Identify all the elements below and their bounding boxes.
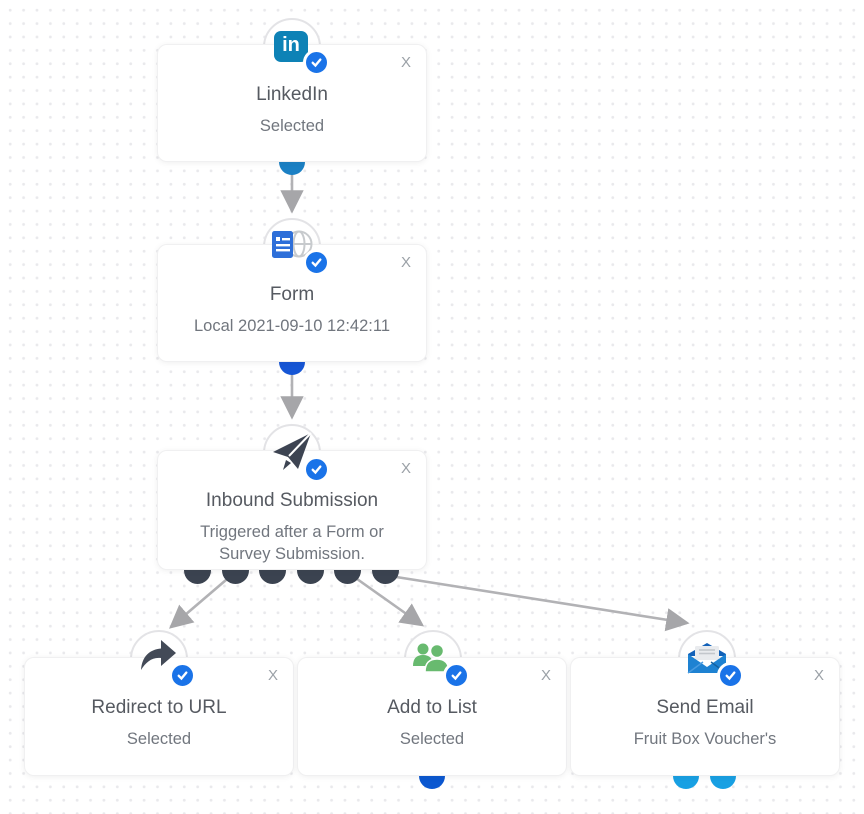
close-icon[interactable]: X bbox=[813, 667, 824, 684]
node-title: Inbound Submission bbox=[205, 490, 379, 511]
node-title: LinkedIn bbox=[256, 84, 328, 105]
check-badge-sendemail bbox=[717, 662, 744, 689]
close-icon[interactable]: X bbox=[400, 254, 411, 271]
paper-plane-icon bbox=[273, 432, 312, 470]
linkedin-icon: in bbox=[274, 31, 308, 62]
node-subtitle: Selected bbox=[399, 730, 465, 748]
node-subtitle: Local 2021-09-10 12:42:11 bbox=[193, 317, 391, 335]
people-icon bbox=[413, 643, 450, 673]
form-icon bbox=[272, 230, 313, 258]
close-icon[interactable]: X bbox=[400, 460, 411, 477]
redirect-arrow-icon bbox=[141, 640, 176, 670]
node-subtitle: Selected bbox=[259, 117, 325, 135]
check-badge-form bbox=[303, 249, 330, 276]
node-title: Redirect to URL bbox=[91, 697, 227, 718]
check-icon bbox=[725, 671, 736, 681]
close-icon[interactable]: X bbox=[540, 667, 551, 684]
node-redirect-to-url[interactable]: X Redirect to URL Selected bbox=[24, 657, 294, 776]
check-badge-linkedin bbox=[303, 49, 330, 76]
node-subtitle: Selected bbox=[126, 730, 192, 748]
check-icon bbox=[311, 58, 322, 68]
node-form[interactable]: X Form Local 2021-09-10 12:42:11 bbox=[157, 244, 427, 362]
node-subtitle: Fruit Box Voucher's bbox=[633, 730, 777, 748]
node-subtitle: Triggered after a Form or Survey Submiss… bbox=[200, 523, 384, 563]
check-icon bbox=[451, 671, 462, 681]
check-icon bbox=[311, 258, 322, 268]
node-inbound-submission[interactable]: X Inbound Submission Triggered after a F… bbox=[157, 450, 427, 570]
node-title: Add to List bbox=[387, 697, 477, 718]
node-title: Send Email bbox=[656, 697, 754, 718]
node-title: Form bbox=[269, 284, 315, 305]
check-icon bbox=[311, 465, 322, 475]
node-send-email[interactable]: X Send Email Fruit Box Voucher's bbox=[570, 657, 840, 776]
check-badge-addlist bbox=[443, 662, 470, 689]
close-icon[interactable]: X bbox=[400, 54, 411, 71]
node-add-to-list[interactable]: X Add to List Selected bbox=[297, 657, 567, 776]
check-badge-redirect bbox=[169, 662, 196, 689]
check-badge-inbound bbox=[303, 456, 330, 483]
check-icon bbox=[177, 671, 188, 681]
close-icon[interactable]: X bbox=[267, 667, 278, 684]
